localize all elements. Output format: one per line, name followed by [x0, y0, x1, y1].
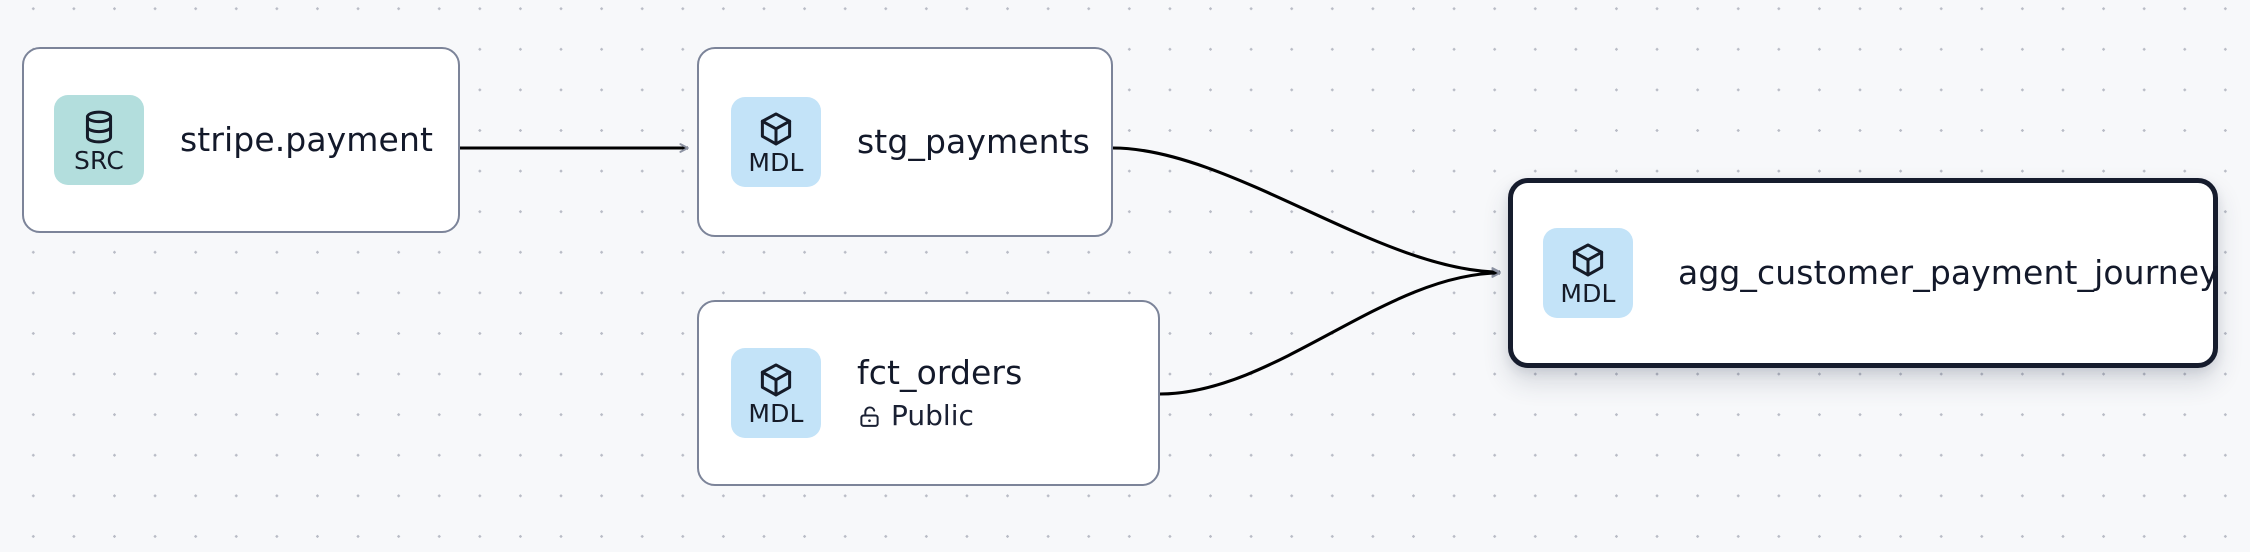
unlock-icon	[860, 405, 879, 427]
cube-icon	[1572, 243, 1604, 277]
node-title: fct_orders	[857, 353, 1023, 392]
node-body: stg_payments	[857, 122, 1090, 162]
node-type-badge-mdl: MDL	[1543, 228, 1633, 318]
node-title: agg_customer_payment_journey	[1678, 253, 2219, 292]
node-body: stripe.payment	[180, 120, 433, 160]
badge-label: MDL	[748, 148, 804, 177]
node-type-badge-mdl: MDL	[731, 97, 821, 187]
graph-node-stg-payments[interactable]: MDL stg_payments	[697, 47, 1113, 237]
badge-label: SRC	[73, 146, 125, 175]
graph-node-fct-orders[interactable]: MDL fct_orders Public	[697, 300, 1160, 486]
graph-node-agg-customer-payment-journey[interactable]: MDL agg_customer_payment_journey	[1508, 178, 2219, 368]
node-title: stg_payments	[857, 122, 1090, 161]
cube-icon	[760, 363, 792, 397]
database-icon	[85, 110, 113, 144]
node-visibility-label: Public	[891, 399, 974, 432]
node-type-badge-mdl: MDL	[731, 348, 821, 438]
node-type-badge-src: SRC	[54, 95, 144, 185]
node-body: fct_orders Public	[857, 353, 1022, 433]
edge-stg-to-agg[interactable]	[1112, 146, 1501, 277]
node-body: agg_customer_payment_journey	[1678, 253, 2219, 293]
cube-icon	[760, 112, 792, 146]
badge-label: MDL	[1560, 279, 1616, 308]
node-title: stripe.payment	[180, 120, 434, 159]
graph-node-stripe-payment[interactable]: SRC stripe.payment	[22, 47, 460, 233]
edge-fct-to-agg[interactable]	[1159, 268, 1501, 396]
node-visibility: Public	[857, 399, 1022, 433]
badge-label: MDL	[748, 399, 804, 428]
